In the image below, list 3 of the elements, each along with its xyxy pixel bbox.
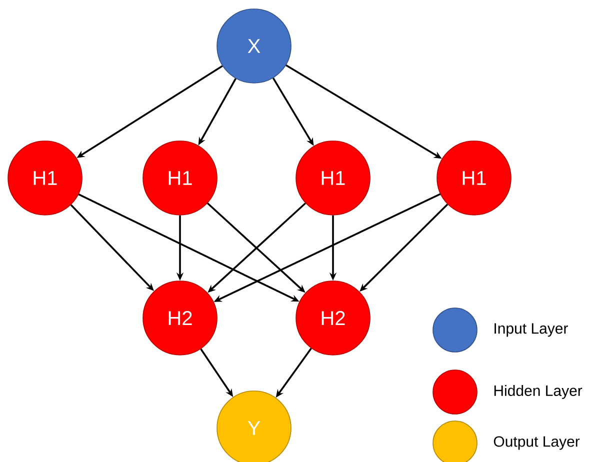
legend-label: Hidden Layer (494, 385, 582, 399)
legend-label: Input Layer (494, 323, 568, 337)
legend-label: Output Layer (494, 436, 580, 450)
